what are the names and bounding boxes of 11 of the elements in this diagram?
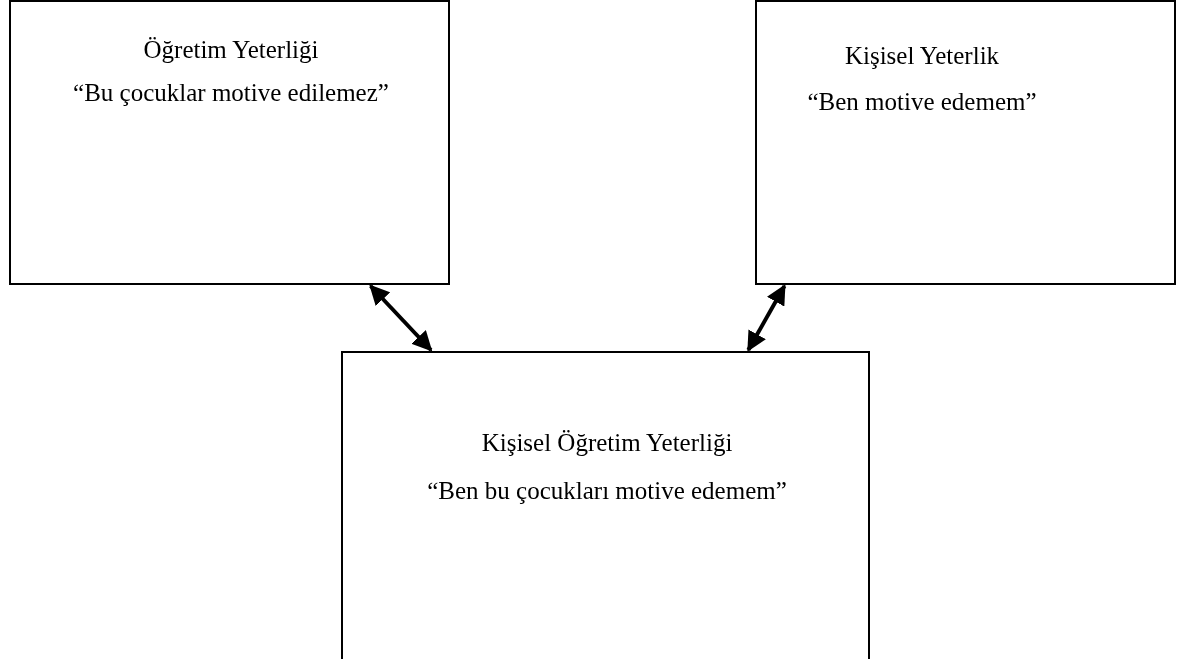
box-heading: Öğretim Yeterliği [143, 36, 319, 64]
quote-text: “Ben motive edemem” [807, 88, 1037, 116]
text-box [341, 351, 870, 659]
double-arrow [369, 284, 433, 352]
quote-text: “Bu çocuklar motive edilemez” [73, 79, 389, 107]
box-heading: Kişisel Öğretim Yeterliği [481, 429, 733, 457]
box-heading: Kişisel Yeterlik [844, 42, 1000, 70]
text-box [755, 0, 1176, 285]
double-arrow [746, 284, 787, 352]
text-box [9, 0, 450, 285]
quote-text: “Ben bu çocukları motive edemem” [427, 477, 787, 505]
